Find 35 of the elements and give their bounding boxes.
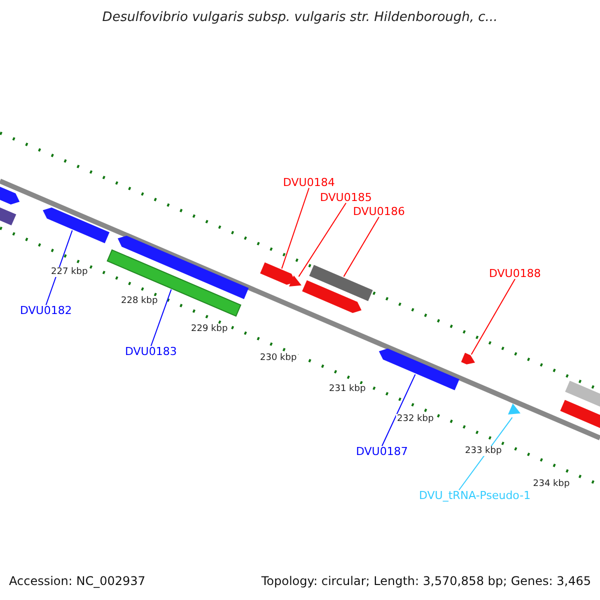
tick-label: 234 kbp bbox=[532, 479, 571, 489]
gene-label: DVU0186 bbox=[353, 205, 405, 218]
leader-line bbox=[343, 216, 380, 278]
gene-feature bbox=[461, 352, 475, 364]
leader-line bbox=[46, 230, 73, 306]
gene-feature bbox=[106, 249, 242, 317]
tick-label: 227 kbp bbox=[50, 267, 89, 277]
gene-label: DVU0182 bbox=[20, 304, 72, 317]
footer-text: Accession: NC_002937 bbox=[9, 574, 146, 588]
gene-feature bbox=[42, 208, 110, 244]
tick-label: 232 kbp bbox=[396, 414, 435, 424]
gene-label: DVU0185 bbox=[320, 191, 372, 204]
tick-label: 231 kbp bbox=[328, 384, 367, 394]
tick-label: 229 kbp bbox=[190, 324, 229, 334]
title: Desulfovibrio vulgaris subsp. vulgaris str. Hildenborough, c... bbox=[102, 10, 498, 25]
gene-label: DVU_tRNA-Pseudo-1 bbox=[419, 489, 531, 502]
footer-text: Topology: circular; Length: 3,570,858 bp; Genes: 3,465 bbox=[261, 574, 591, 588]
leader-line bbox=[382, 374, 416, 446]
leader-line bbox=[150, 288, 172, 346]
leader-line bbox=[281, 188, 310, 270]
gene-label: DVU0183 bbox=[125, 345, 177, 358]
gene-feature bbox=[289, 276, 302, 286]
gene-label: DVU0187 bbox=[356, 445, 408, 458]
gene-label: DVU0184 bbox=[283, 176, 335, 189]
gene-feature bbox=[309, 264, 373, 302]
tick-label: 233 kbp bbox=[464, 446, 503, 456]
leader-line bbox=[298, 202, 346, 278]
tick-label: 228 kbp bbox=[120, 296, 159, 306]
gene-label: DVU0188 bbox=[489, 267, 541, 280]
gene-feature bbox=[378, 348, 460, 390]
tick-label: 230 kbp bbox=[259, 353, 298, 363]
leader-line bbox=[470, 278, 516, 355]
gene-feature bbox=[260, 262, 296, 285]
leader-line bbox=[458, 416, 513, 490]
gene-feature bbox=[508, 404, 520, 414]
